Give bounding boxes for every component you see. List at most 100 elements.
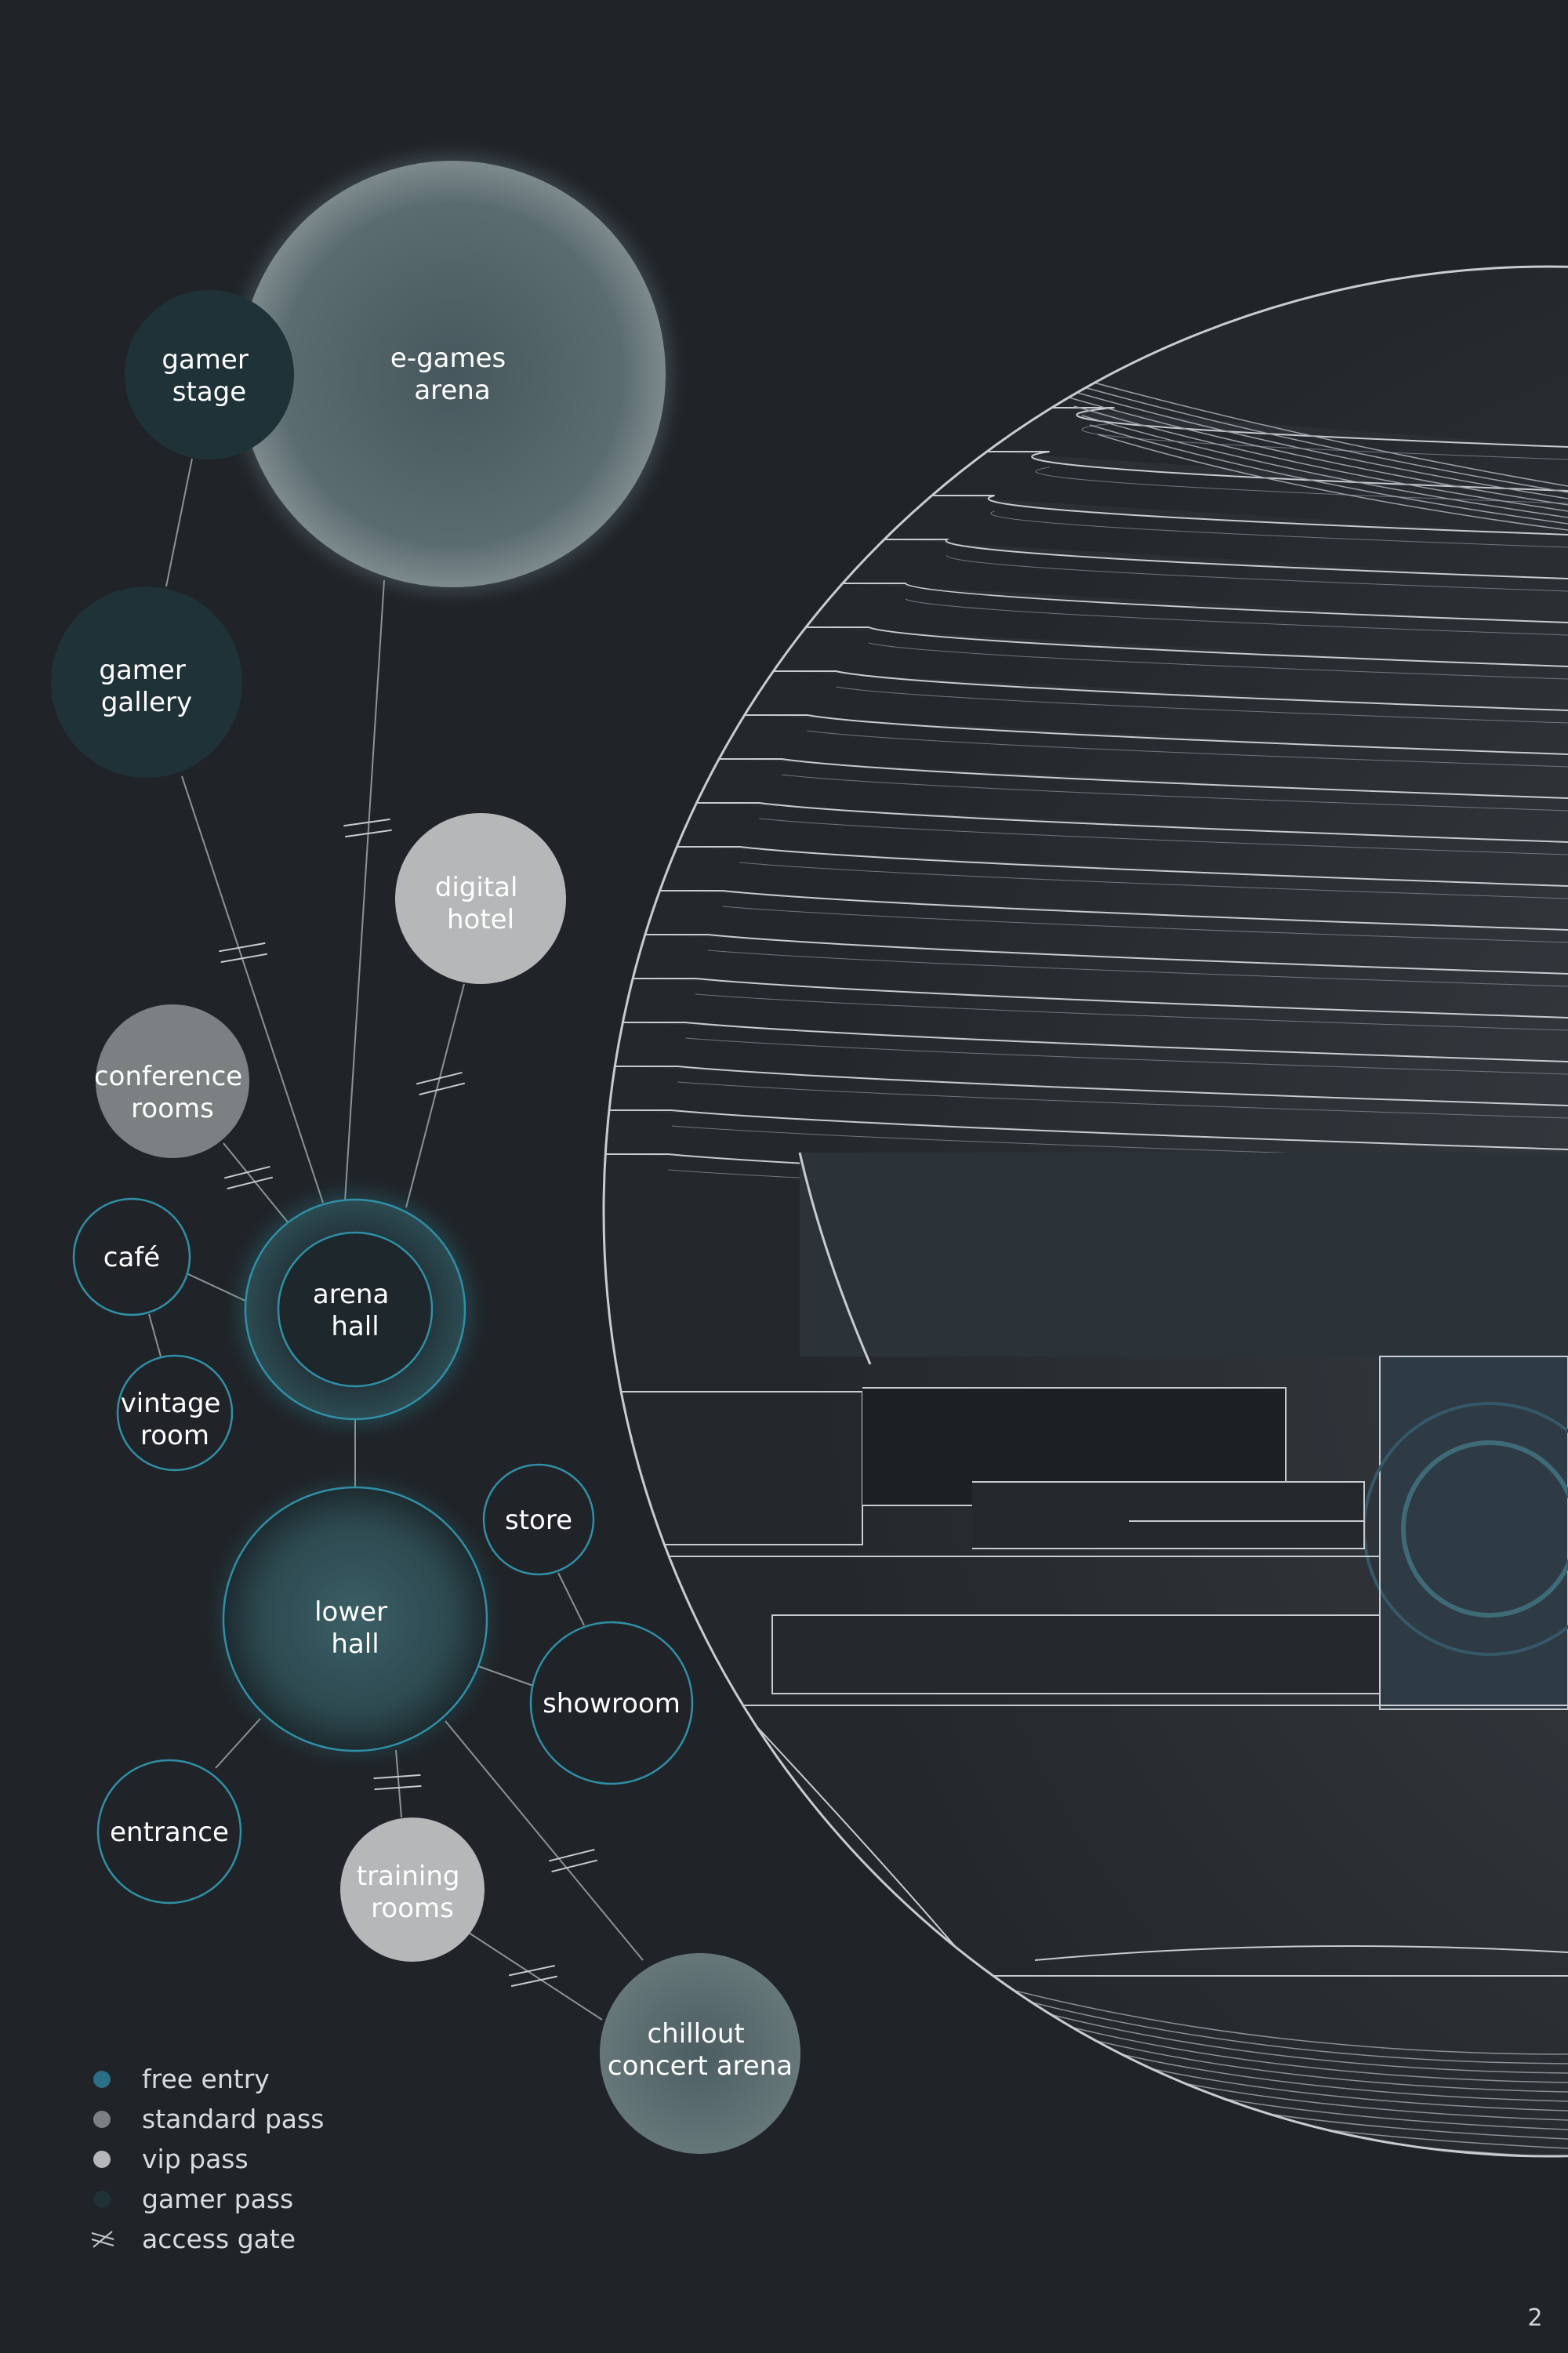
node-label: digital	[435, 872, 518, 903]
gate-mark	[510, 1975, 558, 1988]
top-ring	[1050, 377, 1568, 493]
node-label: rooms	[371, 1893, 454, 1924]
node-label: rooms	[131, 1093, 214, 1124]
legend-label: gamer pass	[142, 2184, 293, 2214]
legend-item-access-gate: access gate	[91, 2224, 296, 2254]
top-ring	[1042, 368, 1568, 487]
node-label: gallery	[101, 687, 192, 718]
bowl-row	[1029, 2016, 1568, 2083]
svg-text:lower hall: lower hall	[314, 1596, 396, 1660]
gate-mark	[219, 942, 266, 953]
tier-row	[946, 554, 1568, 592]
tier-slab	[842, 583, 1568, 623]
svg-text:chillout concert arena: chillout concert arena	[608, 2018, 793, 2082]
bowl-rim	[1034, 1945, 1568, 1961]
tier-row	[836, 686, 1568, 724]
connection-line	[187, 1273, 248, 1302]
connection-line	[165, 458, 193, 587]
node-conference-rooms[interactable]: conference rooms	[94, 1004, 251, 1158]
node-lower-hall[interactable]: lower hall	[222, 1486, 488, 1752]
node-label: store	[505, 1505, 572, 1536]
bowl-row	[1044, 2027, 1568, 2093]
legend-dot-icon	[93, 2151, 111, 2168]
arena-section-drawing	[602, 265, 1568, 2158]
connection-line	[445, 1720, 644, 1961]
tier-slab	[615, 1066, 1568, 1106]
page-number: 2	[1527, 2304, 1542, 2332]
connection-line	[557, 1572, 585, 1626]
node-label: chillout	[647, 2018, 744, 2050]
connection-line	[468, 1932, 603, 2021]
svg-text:e-games arena: e-games arena	[390, 343, 514, 406]
legend-label: access gate	[142, 2224, 296, 2254]
tier-slab	[884, 539, 1568, 579]
svg-text:vintage room: vintage room	[121, 1388, 230, 1451]
node-cafe[interactable]: café	[72, 1197, 191, 1316]
connection-line	[344, 579, 385, 1202]
node-label: conference	[94, 1061, 242, 1092]
svg-text:training rooms: training rooms	[357, 1861, 469, 1924]
node-label: entrance	[110, 1817, 229, 1848]
node-e-games-arena[interactable]: e-games arena	[239, 161, 666, 587]
legend-label: free entry	[142, 2064, 270, 2094]
node-digital-hotel[interactable]: digital hotel	[395, 813, 566, 984]
node-label: showroom	[543, 1688, 681, 1719]
node-store[interactable]: store	[482, 1463, 595, 1576]
tier-slab	[633, 978, 1568, 1019]
tier-slab	[696, 802, 1568, 843]
connection-line	[405, 983, 465, 1208]
gate-mark	[227, 1176, 274, 1190]
node-vintage-room[interactable]: vintage room	[116, 1354, 234, 1472]
node-label: room	[140, 1420, 209, 1451]
node-label: concert arena	[608, 2050, 793, 2082]
tier-slab	[659, 890, 1568, 931]
node-label: arena	[414, 375, 490, 406]
connection-line	[223, 1142, 289, 1224]
tier-row	[807, 730, 1568, 768]
node-entrance[interactable]: entrance	[96, 1759, 242, 1905]
node-label: arena	[313, 1279, 389, 1310]
tier-row	[707, 950, 1568, 987]
top-ring	[1073, 405, 1568, 512]
top-ring	[1058, 387, 1568, 499]
node-chillout-concert-arena[interactable]: chillout concert arena	[600, 1953, 800, 2154]
node-gamer-gallery[interactable]: gamer gallery	[51, 586, 242, 778]
legend-dot-icon	[93, 2071, 111, 2088]
node-label: gamer	[162, 344, 248, 376]
node-label: café	[103, 1242, 160, 1273]
svg-text:gamer gallery: gamer gallery	[99, 655, 194, 718]
node-training-rooms[interactable]: training rooms	[340, 1817, 485, 1962]
gate-mark	[345, 829, 392, 838]
gate-mark	[223, 1165, 270, 1179]
tier-row	[739, 862, 1568, 899]
node-label: hall	[331, 1311, 379, 1342]
node-showroom[interactable]: showroom	[529, 1621, 694, 1785]
bowl-row	[987, 1983, 1568, 2055]
gate-mark	[508, 1964, 556, 1977]
node-arena-hall[interactable]: arena hall	[244, 1198, 466, 1421]
gate-icon	[91, 2231, 114, 2248]
node-label: stage	[172, 376, 246, 408]
gate-mark	[374, 1785, 422, 1791]
tier-row	[677, 1081, 1568, 1119]
tier-slab	[805, 626, 1568, 667]
connection-line	[181, 775, 324, 1204]
bowl-row	[1015, 2005, 1568, 2074]
top-ring	[1081, 415, 1568, 518]
svg-text:conference rooms: conference rooms	[94, 1061, 251, 1124]
tier-slab	[644, 934, 1568, 975]
connection-lines	[148, 458, 644, 2021]
tier-row	[685, 1037, 1568, 1075]
access-gates	[219, 818, 598, 1988]
tier-slab	[719, 758, 1568, 799]
gate-mark	[548, 1848, 595, 1862]
tier-slab	[677, 846, 1568, 887]
legend-item-standard-pass: standard pass	[93, 2104, 324, 2134]
node-gamer-stage[interactable]: gamer stage	[125, 290, 294, 459]
node-label: training	[357, 1861, 460, 1892]
tier-row	[782, 774, 1568, 812]
tier-row	[695, 993, 1568, 1031]
connection-line	[477, 1665, 534, 1687]
legend-dot-icon	[93, 2111, 111, 2128]
node-label: hotel	[447, 904, 514, 935]
